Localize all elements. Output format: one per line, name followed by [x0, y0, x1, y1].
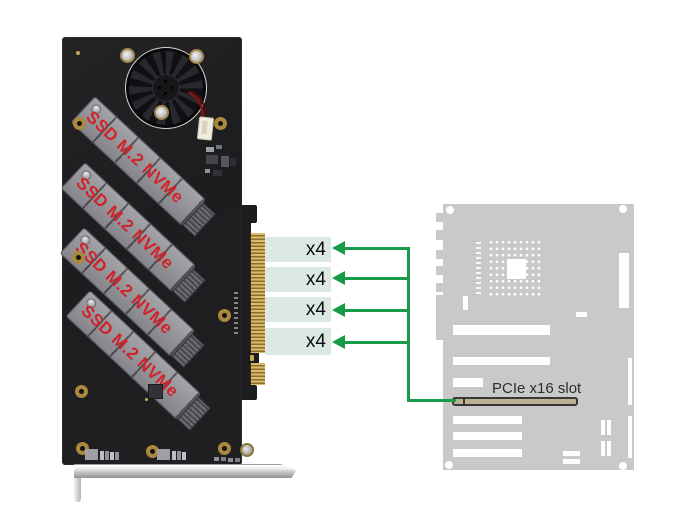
ram-slot: [619, 253, 629, 308]
expansion-slot: [453, 325, 550, 335]
component: [206, 155, 218, 164]
expansion-slot: [453, 416, 522, 424]
header-cutout: [601, 420, 605, 435]
component: [206, 147, 214, 152]
component: [172, 451, 176, 460]
component: [100, 451, 104, 460]
pcb-pad: [145, 398, 148, 401]
lane-box-3: x4: [265, 297, 331, 322]
component: [221, 457, 226, 461]
io-tab: [436, 230, 444, 240]
arrowhead-left-icon: [332, 241, 345, 255]
lane-line-2: [344, 277, 410, 280]
fan-screw-post: [154, 105, 169, 120]
io-tab: [436, 266, 444, 275]
arrowhead-left-icon: [332, 271, 345, 285]
mounting-hole: [619, 205, 627, 213]
pcb-hole: [218, 442, 231, 455]
connector-cutout: [463, 296, 468, 310]
io-tab: [436, 213, 444, 222]
m2-socket: [177, 396, 211, 431]
connector-cutout: [563, 451, 580, 456]
m2-socket: [182, 202, 216, 237]
component: [110, 452, 114, 460]
component: [235, 458, 240, 462]
expansion-slot: [453, 432, 522, 440]
component: [214, 457, 219, 461]
mounting-hole: [445, 461, 453, 469]
pcb-hole: [72, 251, 85, 264]
m2-socket: [171, 333, 205, 368]
edge-notch: [242, 222, 251, 233]
expansion-slot: [453, 357, 550, 365]
io-tab: [436, 283, 444, 292]
board-edge-slot: [628, 358, 632, 405]
pcie-card: SSD M.2 NVMe SSD M.2 NVMe SSD M.2 NVMe S…: [59, 37, 254, 465]
pcb-hole: [218, 309, 231, 322]
connector-cutout: [563, 459, 580, 464]
lane-line-1: [344, 247, 410, 250]
fan-connector: [196, 116, 215, 141]
pcb-hole: [73, 117, 86, 130]
edge-tab-top: [242, 205, 257, 223]
header-pins: [476, 242, 481, 294]
edge-tab-bottom: [242, 385, 257, 400]
lane-bus-line: [407, 247, 410, 402]
component: [228, 458, 233, 462]
header-cutout: [601, 441, 605, 456]
component: [85, 449, 98, 460]
header-cutout: [607, 420, 611, 435]
pci-bracket-leg: [74, 478, 81, 502]
cpu-socket-center: [507, 259, 526, 279]
arrowhead-left-icon: [332, 303, 345, 317]
board-edge-slot: [628, 416, 632, 458]
connector-cutout: [453, 378, 483, 387]
component: [182, 452, 186, 460]
ic-chip: [148, 384, 163, 399]
silkscreen-text: [234, 292, 238, 334]
io-tab: [436, 250, 444, 259]
slot-connect-line: [407, 399, 456, 402]
component: [115, 452, 119, 460]
component: [230, 158, 236, 166]
fan-hub: [152, 74, 180, 102]
pcb-pad: [76, 51, 80, 55]
component: [221, 156, 229, 167]
pcie-edge-fingers-short: [250, 363, 265, 385]
fan-screw-post: [189, 49, 204, 64]
mounting-hole: [446, 206, 454, 214]
motherboard: PCIe x16 slot: [436, 204, 634, 470]
lane-line-4: [344, 341, 410, 344]
bracket-screw: [240, 443, 254, 457]
lane-line-3: [344, 309, 410, 312]
mounting-hole: [619, 462, 627, 470]
arrowhead-left-icon: [332, 335, 345, 349]
pcb-hole: [214, 117, 227, 130]
edge-body: [242, 233, 252, 400]
component: [205, 169, 210, 173]
connector-cutout: [576, 312, 587, 317]
expansion-slot: [453, 449, 522, 457]
pcie-x16-slot-label: PCIe x16 slot: [492, 380, 582, 397]
io-tab: [436, 295, 444, 340]
pci-bracket: [74, 464, 296, 478]
component: [213, 170, 222, 176]
header-cutout: [607, 441, 611, 456]
lane-box-4: x4: [265, 328, 331, 355]
component: [177, 451, 181, 460]
cpu-socket: [487, 238, 541, 296]
component: [105, 451, 109, 460]
pcie-edge-fingers-long: [250, 233, 265, 353]
pcie-x16-slot: [452, 397, 578, 406]
component: [157, 449, 170, 460]
component: [216, 145, 222, 149]
pcb-hole: [75, 385, 88, 398]
lane-box-1: x4: [265, 237, 331, 262]
edge-key-pad: [250, 355, 254, 361]
fan-screw-post: [120, 48, 135, 63]
m2-socket: [172, 268, 206, 303]
lane-box-2: x4: [265, 267, 331, 292]
